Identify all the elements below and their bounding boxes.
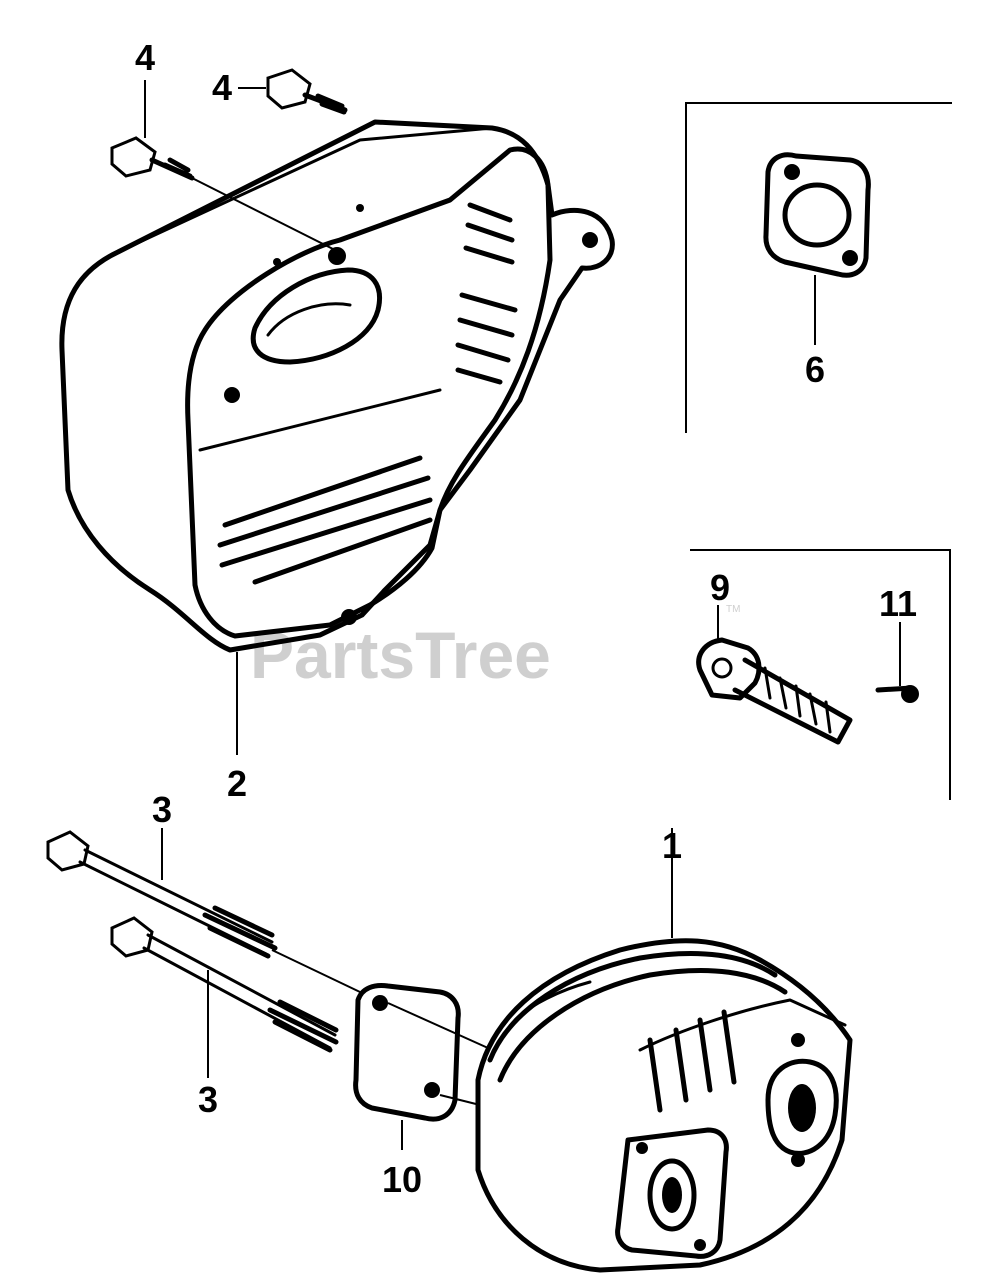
callout-3-upper: 3 <box>152 789 172 830</box>
muffler-1 <box>475 938 853 1273</box>
bolt-3-lower <box>110 916 339 1053</box>
callout-4-top: 4 <box>212 67 232 108</box>
leader-bolt-to-gasket <box>271 949 361 993</box>
callout-9: 9 <box>710 567 730 608</box>
screw-4-top <box>266 68 348 115</box>
muffler-protector <box>59 119 615 653</box>
spark-arrester-screw-9 <box>696 637 853 745</box>
callout-2: 2 <box>227 763 247 804</box>
leader-4-to-protector <box>191 177 336 251</box>
callout-4-left: 4 <box>135 37 155 78</box>
callout-10: 10 <box>382 1159 422 1200</box>
screw-4-left <box>110 136 195 181</box>
screw-11 <box>875 685 919 703</box>
callout-6: 6 <box>805 349 825 390</box>
callout-1: 1 <box>662 825 682 866</box>
watermark-trademark: TM <box>726 604 740 615</box>
bolt-3-upper <box>46 830 278 959</box>
inset-frame-spark-arrester <box>690 549 951 800</box>
inset-frame-gasket <box>685 102 952 433</box>
callout-3-lower: 3 <box>198 1079 218 1120</box>
gasket-6 <box>763 152 871 278</box>
callout-11: 11 <box>879 583 917 624</box>
gasket-10 <box>353 983 489 1122</box>
